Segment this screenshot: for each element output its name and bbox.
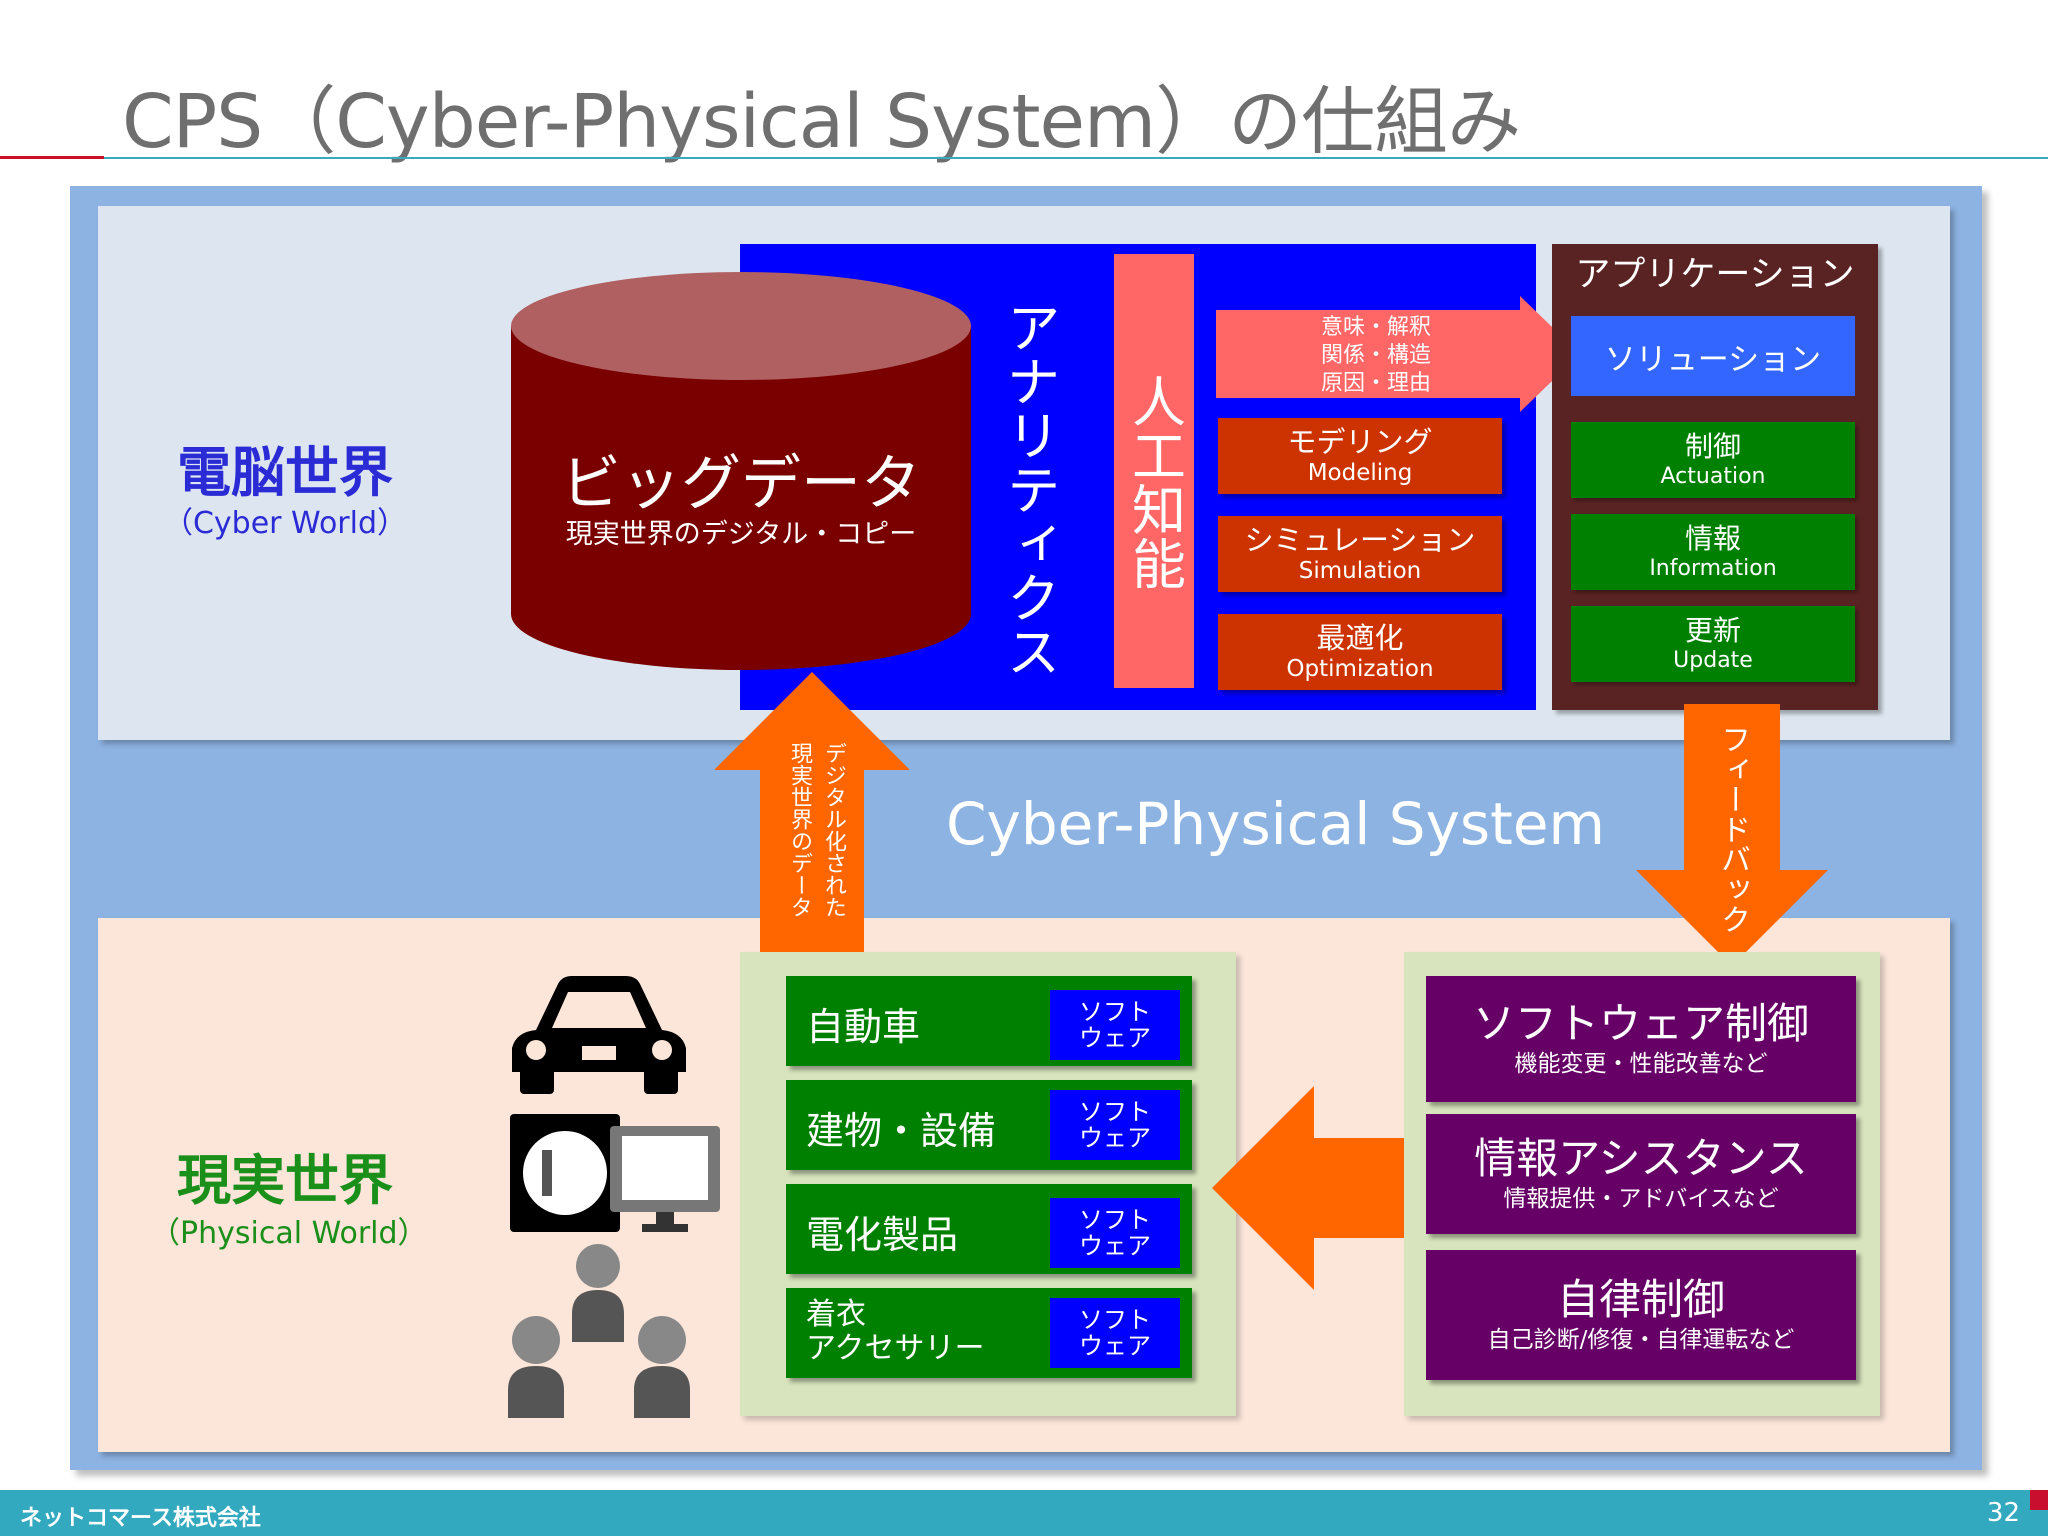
method-label-en: Optimization — [1286, 656, 1434, 682]
arrow-text-line: デジタル化された — [821, 742, 846, 918]
big-data-title: ビッグデータ — [561, 449, 921, 519]
device-label: 電化製品 — [806, 1213, 959, 1257]
method-label-jp: 最適化 — [1316, 621, 1404, 655]
method-label-en: Modeling — [1307, 460, 1413, 486]
device-row-car: 自動車 ソフト ウェア — [786, 976, 1192, 1066]
feedback-arrow-text-wrap: フィードバック — [1700, 724, 1764, 944]
car-icon — [512, 976, 686, 1094]
control-title: ソフトウェア制御 — [1472, 999, 1809, 1048]
software-tag-line: ソフト — [1079, 1098, 1151, 1126]
big-data-cylinder-icon — [511, 272, 971, 670]
meaning-line: 関係・構造 — [1320, 343, 1431, 368]
control-title: 情報アシスタンス — [1474, 1134, 1808, 1183]
software-tag-line: ウェア — [1079, 1232, 1151, 1260]
ai-label-wrap: 人工知能 — [1114, 374, 1194, 590]
device-label: 自動車 — [806, 1005, 921, 1049]
device-row-appliance: 電化製品 ソフト ウェア — [786, 1184, 1192, 1274]
software-control-box: ソフトウェア制御 機能変更・性能改善など — [1426, 976, 1856, 1102]
physical-world-subtitle: （Physical World） — [150, 1216, 428, 1251]
method-label-en: Simulation — [1298, 558, 1422, 584]
method-label-jp: シミュレーション — [1244, 523, 1476, 557]
meaning-line: 原因・理由 — [1320, 371, 1431, 396]
meaning-line: 意味・解釈 — [1320, 315, 1431, 340]
device-row-wearable: 着衣 アクセサリー ソフト ウェア — [786, 1288, 1192, 1378]
application-title: アプリケーション — [1575, 255, 1855, 295]
device-label: 建物・設備 — [806, 1109, 997, 1153]
app-item-en: Actuation — [1660, 464, 1766, 489]
footer-accent — [2030, 1490, 2048, 1510]
cyber-world-title: 電脳世界 — [177, 441, 393, 504]
control-subtitle: 機能変更・性能改善など — [1514, 1051, 1768, 1077]
control-title: 自律制御 — [1556, 1275, 1725, 1324]
cyber-world-subtitle: （Cyber World） — [162, 506, 408, 541]
ai-label: 人工知能 — [1122, 374, 1186, 590]
update-box: 更新 Update — [1571, 606, 1855, 682]
meaning-arrow-text: 意味・解釈 関係・構造 原因・理由 — [1216, 314, 1536, 398]
solution-box: ソリューション — [1571, 316, 1855, 396]
software-tag-line: ソフト — [1079, 998, 1151, 1026]
control-arrow-icon — [1212, 1086, 1412, 1290]
device-label: 着衣 アクセサリー — [806, 1298, 985, 1366]
method-label-jp: モデリング — [1287, 425, 1433, 459]
control-subtitle: 情報提供・アドバイスなど — [1503, 1186, 1779, 1212]
optimization-box: 最適化 Optimization — [1218, 614, 1502, 690]
analytics-label: アナリティクス — [997, 300, 1060, 678]
software-tag-line: ソフト — [1079, 1306, 1151, 1334]
app-item-en: Update — [1673, 648, 1753, 673]
appliance-icon — [510, 1114, 720, 1232]
app-item-jp: 情報 — [1684, 522, 1741, 555]
app-item-jp: 更新 — [1684, 614, 1741, 647]
upward-data-arrow-icon — [714, 672, 910, 962]
meaning-arrow-icon — [1216, 296, 1580, 412]
app-item-jp: 制御 — [1684, 430, 1741, 463]
device-row-building: 建物・設備 ソフト ウェア — [786, 1080, 1192, 1170]
software-tag-line: ウェア — [1079, 1332, 1151, 1360]
software-tag: ソフト ウェア — [1050, 1090, 1180, 1160]
device-label-line: 着衣 — [806, 1297, 866, 1332]
simulation-box: シミュレーション Simulation — [1218, 516, 1502, 592]
ai-bar — [1114, 254, 1194, 688]
software-tag-line: ソフト — [1079, 1206, 1151, 1234]
app-item-en: Information — [1649, 556, 1777, 581]
feedback-arrow-icon — [1636, 704, 1828, 966]
page-number: 32 — [1986, 1498, 2020, 1528]
software-tag: ソフト ウェア — [1050, 1298, 1180, 1368]
control-subtitle: 自己診断/修復・自律運転など — [1487, 1327, 1795, 1353]
physical-world-title: 現実世界 — [177, 1149, 393, 1212]
footer-company: ネットコマース株式会社 — [20, 1506, 261, 1531]
arrow-text-line: 現実世界のデータ — [787, 742, 812, 918]
title-underline-accent — [0, 156, 104, 159]
big-data-subtitle: 現実世界のデジタル・コピー — [565, 519, 917, 550]
title-underline — [104, 157, 2048, 159]
software-tag-line: ウェア — [1079, 1124, 1151, 1152]
cps-label: Cyber-Physical System — [946, 790, 1606, 858]
autonomous-control-box: 自律制御 自己診断/修復・自律運転など — [1426, 1250, 1856, 1380]
software-tag-line: ウェア — [1079, 1024, 1151, 1052]
modeling-box: モデリング Modeling — [1218, 418, 1502, 494]
device-label-line: アクセサリー — [806, 1331, 985, 1366]
page-title: CPS（Cyber-Physical System）の仕組み — [122, 79, 1521, 165]
software-tag: ソフト ウェア — [1050, 990, 1180, 1060]
info-assistance-box: 情報アシスタンス 情報提供・アドバイスなど — [1426, 1114, 1856, 1234]
people-icon — [508, 1244, 690, 1418]
software-tag: ソフト ウェア — [1050, 1198, 1180, 1268]
footer-bar — [0, 1490, 2048, 1536]
actuation-box: 制御 Actuation — [1571, 422, 1855, 498]
feedback-arrow-text: フィードバック — [1715, 724, 1750, 934]
upward-arrow-text: デジタル化された 現実世界のデータ — [774, 742, 850, 942]
information-box: 情報 Information — [1571, 514, 1855, 590]
